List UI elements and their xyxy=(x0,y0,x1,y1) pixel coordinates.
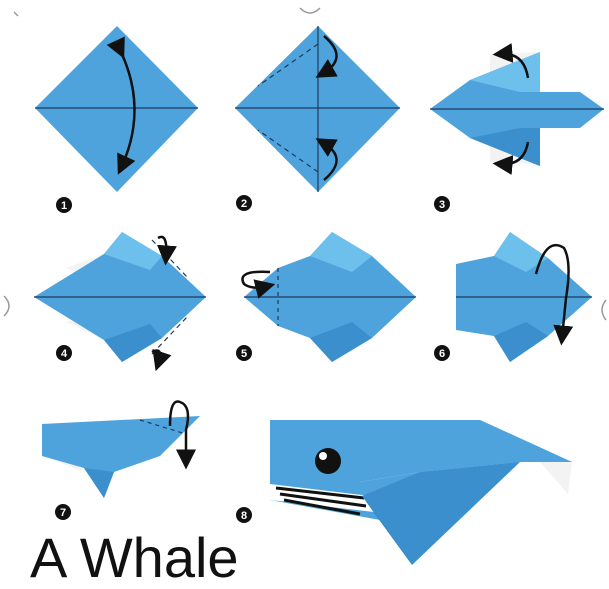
step-3-figure xyxy=(430,52,604,166)
step-badge-2: 2 xyxy=(236,195,252,211)
crop-mark-corner xyxy=(14,12,18,16)
step-number: 8 xyxy=(241,510,247,522)
step-number: 6 xyxy=(439,348,445,360)
step-6-figure xyxy=(456,232,592,362)
step-7-figure xyxy=(42,402,200,499)
step-badge-7: 7 xyxy=(55,504,71,520)
step-badge-1: 1 xyxy=(56,197,72,213)
crop-mark-right xyxy=(602,300,606,320)
step-4-figure xyxy=(34,232,206,364)
step-8-whale xyxy=(270,420,572,565)
crop-mark-top xyxy=(300,8,320,13)
step-number: 2 xyxy=(241,198,247,210)
step-badge-6: 6 xyxy=(434,345,450,361)
step-number: 4 xyxy=(61,348,68,360)
step-1-figure xyxy=(35,26,198,192)
step-badge-5: 5 xyxy=(236,345,252,361)
step-5-figure xyxy=(242,232,416,362)
step-number: 5 xyxy=(241,348,247,360)
step-number: 7 xyxy=(60,507,66,519)
step-number: 1 xyxy=(61,200,67,212)
step-badge-8: 8 xyxy=(236,507,252,523)
diagram-title: A Whale xyxy=(30,528,239,588)
step-2-figure xyxy=(235,26,400,192)
step-badge-4: 4 xyxy=(56,345,72,361)
step-number: 3 xyxy=(439,199,445,211)
whale-eye-icon xyxy=(315,448,341,474)
crop-mark-left xyxy=(4,296,9,316)
fold-arrow-icon xyxy=(152,351,160,365)
step-badge-3: 3 xyxy=(434,196,450,212)
